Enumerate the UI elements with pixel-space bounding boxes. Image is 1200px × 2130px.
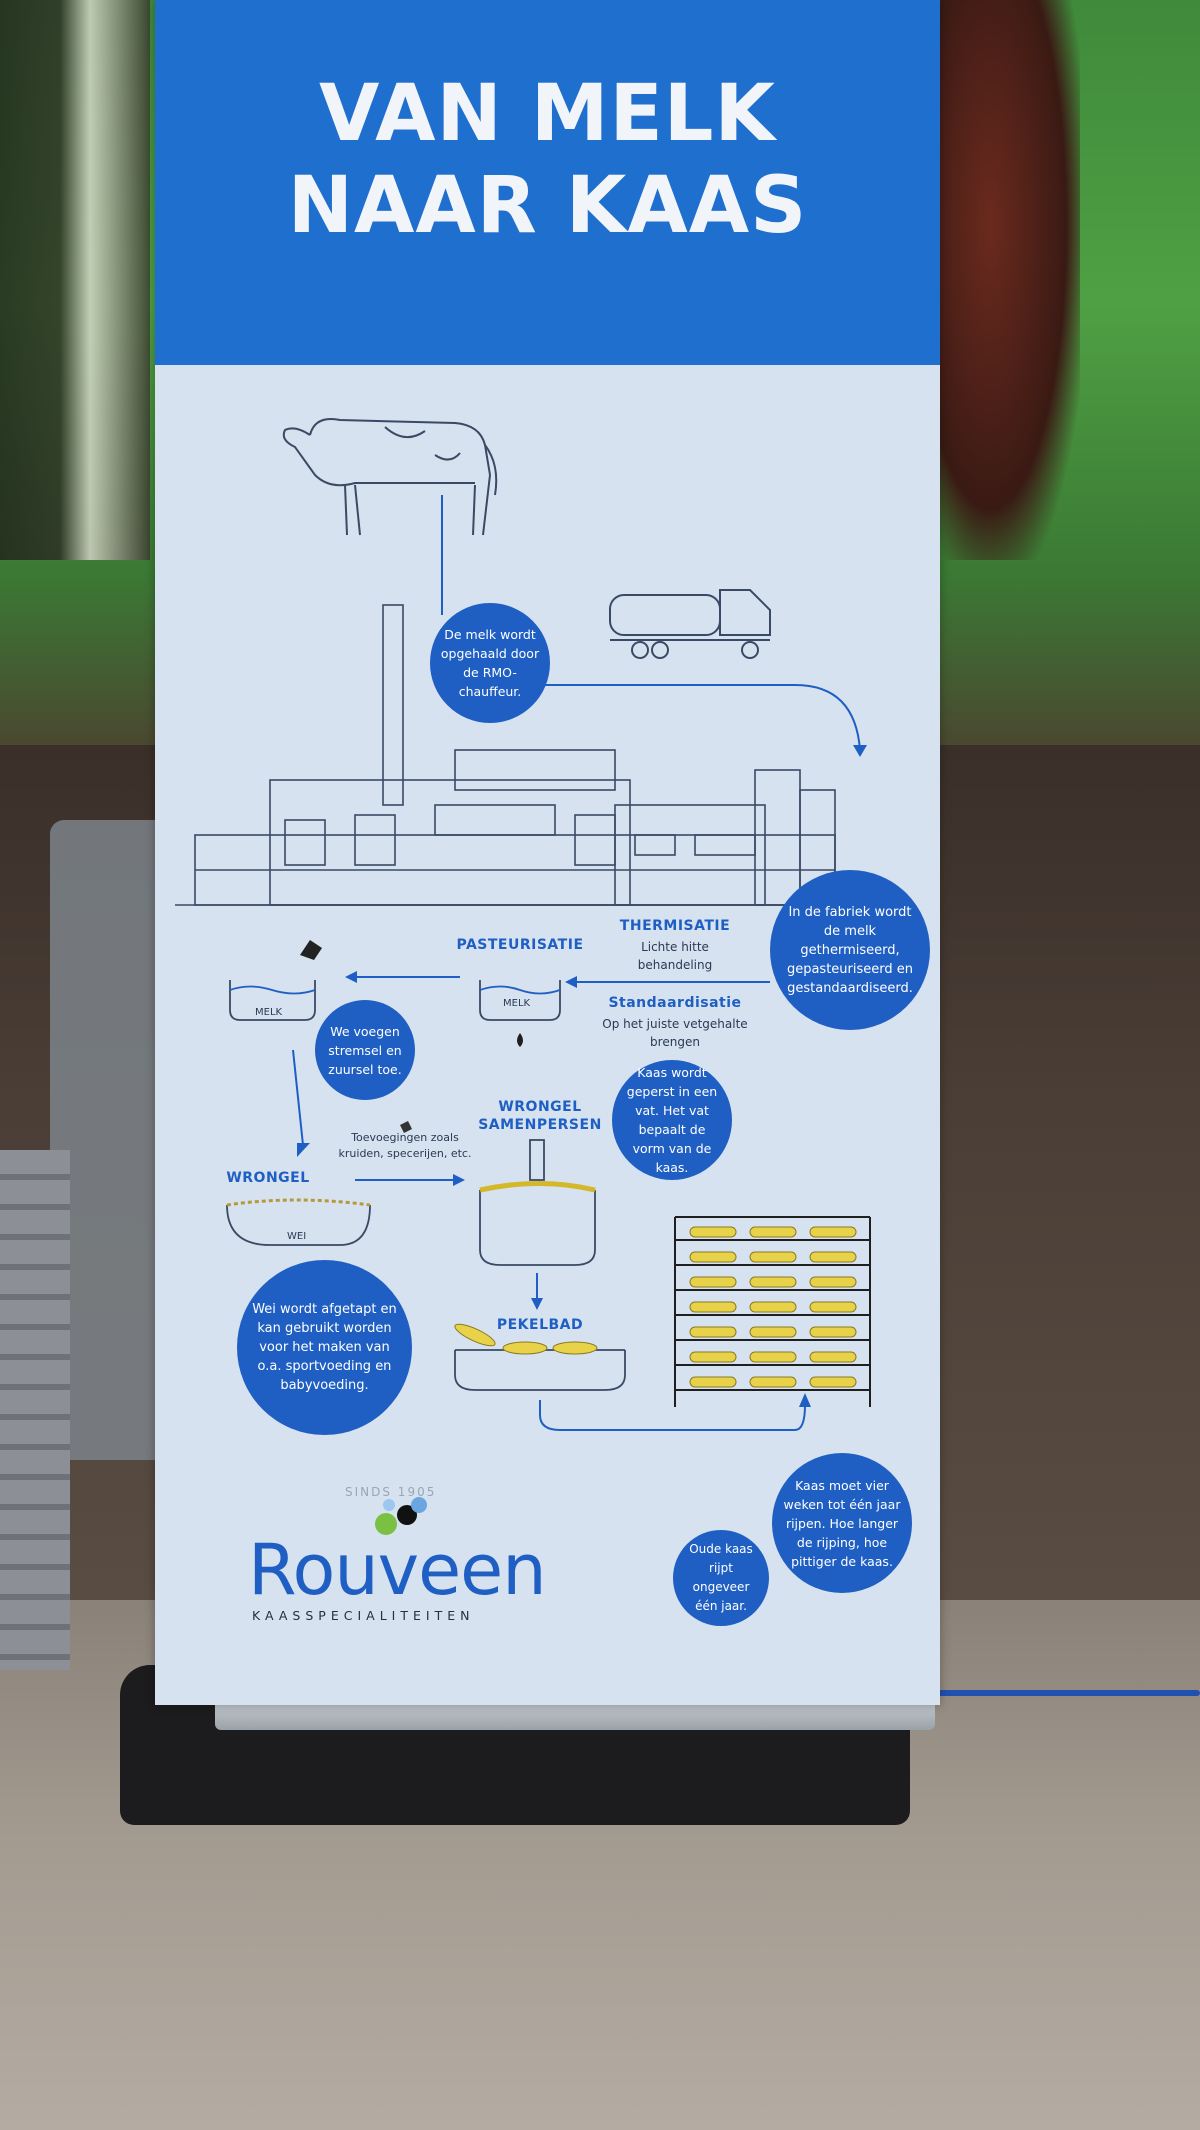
melk-tank-icon [479, 980, 561, 1021]
cow-left-background [0, 0, 150, 560]
wrongel-samenpersen-title: WRONGEL SAMENPERSEN [478, 1099, 602, 1133]
dropper-icon [300, 940, 322, 960]
wei-label: WEI [287, 1231, 307, 1242]
logo-dot-green [375, 1513, 397, 1535]
cheese-rack-icon [674, 1216, 871, 1407]
diagram-illustrations [175, 418, 871, 1431]
melk-label-vat: MELK [255, 1007, 283, 1018]
wrongel-title: WRONGEL [226, 1170, 310, 1186]
standaardisatie-desc: Op het juiste vetgehalte brengen [602, 1017, 748, 1049]
whey-circle: Wei wordt afgetapt en kan gebruikt worde… [237, 1260, 412, 1435]
pekelbad-cheeses [454, 1323, 598, 1355]
banner-title: VAN MELK NAAR KAAS [155, 68, 940, 252]
melk-label-pasteurisatie: MELK [503, 998, 531, 1009]
banner-header: VAN MELK NAAR KAAS [155, 0, 940, 365]
herbs-icon [400, 1121, 412, 1133]
rack-cheeses [689, 1226, 857, 1388]
stremsel-circle: We voegen stremsel en zuursel toe. [315, 1000, 415, 1100]
banner-title-line2: NAAR KAAS [287, 161, 808, 251]
arrow-pekelbad-to-rack [539, 1400, 806, 1431]
flame-icon [517, 1033, 523, 1047]
factory-circle: In de fabriek wordt de melk gethermiseer… [770, 870, 930, 1030]
additives-text: Toevoegingen zoals kruiden, specerijen, … [338, 1131, 472, 1160]
melk-vat-icon [229, 980, 316, 1021]
pickup-circle: De melk wordt opgehaald door de RMO-chau… [430, 603, 550, 723]
cow-right-background [930, 0, 1080, 560]
standaardisatie-title: Standaardisatie [608, 995, 742, 1011]
arrow-melk-to-wrongel [292, 1049, 304, 1146]
pekelbad-icon [454, 1349, 626, 1391]
thermisatie-desc: Lichte hitte behandeling [637, 940, 713, 972]
ripening-circle: Kaas moet vier weken tot één jaar rijpen… [772, 1453, 912, 1593]
logo-tagline: KAASSPECIALITEITEN [252, 1608, 475, 1623]
thermisatie-title: THERMISATIE [619, 918, 731, 934]
blue-cable [930, 1690, 1200, 1696]
stacked-crates [0, 1150, 70, 1670]
pressing-circle: Kaas wordt geperst in een vat. Het vat b… [612, 1060, 732, 1180]
wrongel-bowl-icon [226, 1198, 371, 1246]
logo-dot-lightblue [383, 1499, 395, 1511]
logo-dot-blue [411, 1497, 427, 1513]
truck-to-factory-arrow [545, 684, 861, 751]
pekelbad-title: PEKELBAD [496, 1317, 584, 1333]
process-diagram: De melk wordt opgehaald door de RMO-chau… [155, 365, 940, 1705]
truck-icon [609, 589, 771, 659]
cheese-press-icon [479, 1139, 596, 1266]
cow-icon [282, 418, 498, 536]
roll-up-banner: VAN MELK NAAR KAAS [155, 0, 940, 1705]
old-cheese-circle: Oude kaas rijpt ongeveer één jaar. [673, 1530, 769, 1626]
logo-since: SINDS 1905 [345, 1485, 437, 1499]
logo-name: Rouveen [248, 1529, 547, 1611]
banner-title-line1: VAN MELK [319, 69, 776, 159]
pasteurisatie-title: PASTEURISATIE [456, 937, 584, 953]
factory-icon [175, 604, 855, 906]
arrow-head [853, 745, 867, 757]
